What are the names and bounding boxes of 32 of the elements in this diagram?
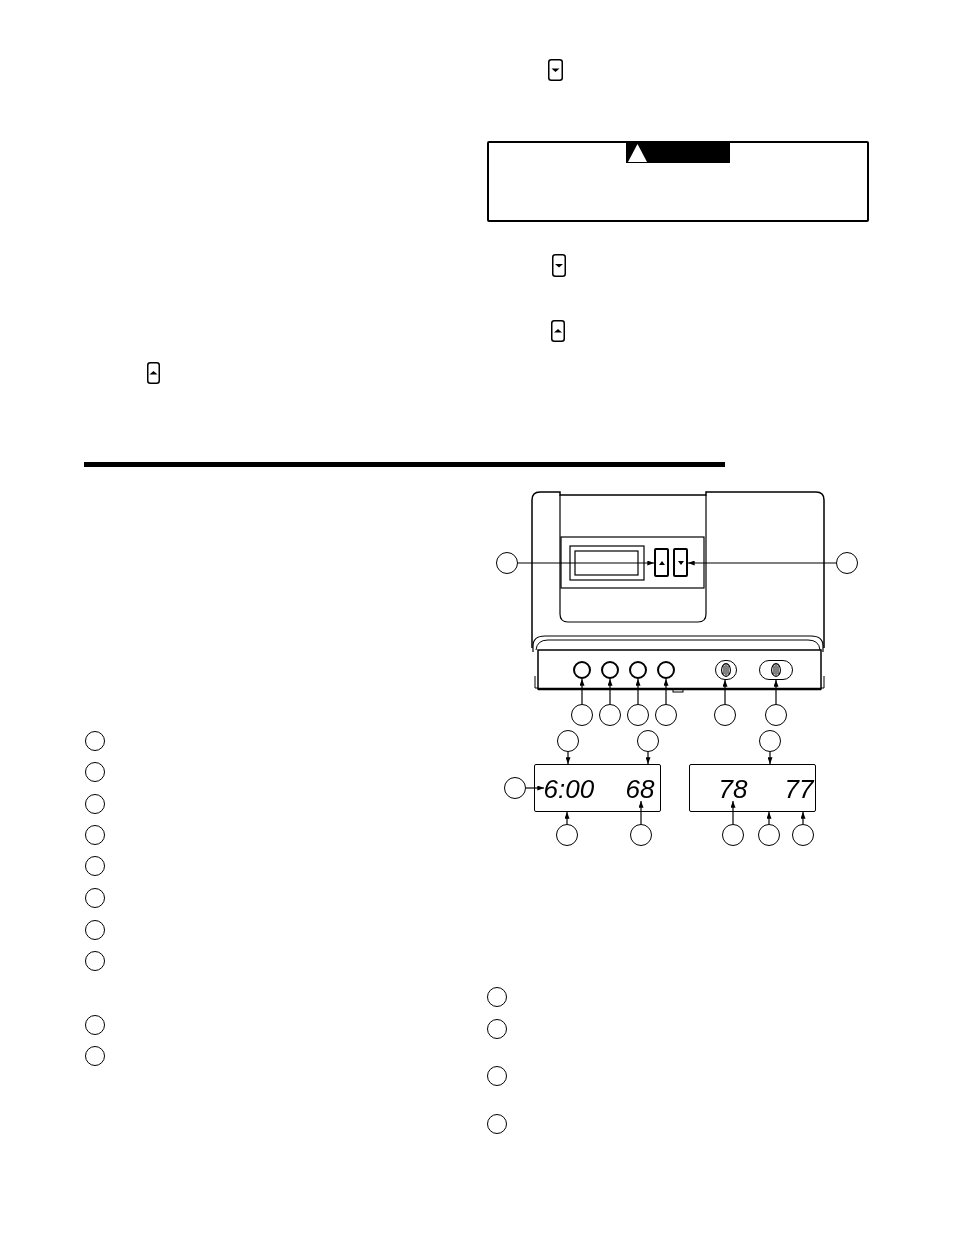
leader-arrow	[767, 751, 773, 765]
down-button	[673, 548, 688, 577]
lcd-reading: 77	[784, 776, 815, 801]
leader-arrow	[766, 811, 772, 825]
leader-arrow	[800, 811, 806, 825]
leader-arrow	[579, 678, 585, 705]
lcd-display	[534, 764, 661, 812]
warning-box	[487, 141, 869, 222]
slide-switch	[759, 660, 793, 680]
leader-arrow	[525, 785, 545, 791]
slide-switch	[715, 660, 737, 680]
lcd-reading: 6:00	[543, 776, 598, 801]
lcd-reading: 68	[625, 776, 658, 801]
round-button	[657, 661, 675, 679]
leader-arrow	[645, 751, 651, 765]
lcd-display	[689, 764, 816, 812]
leader-arrow	[687, 560, 837, 566]
leader-arrow	[607, 678, 613, 705]
leader-arrow	[722, 679, 728, 705]
up-button	[654, 548, 669, 577]
leader-arrow	[565, 751, 571, 765]
leader-arrow	[638, 800, 644, 825]
leader-arrow	[730, 800, 736, 825]
leader-arrow	[773, 679, 779, 705]
leader-arrow	[663, 678, 669, 705]
lcd-reading: 78	[718, 776, 749, 801]
round-button	[629, 661, 647, 679]
leader-arrow	[517, 560, 655, 566]
round-button	[573, 661, 591, 679]
leader-arrow	[635, 678, 641, 705]
leader-arrow	[564, 811, 570, 825]
round-button	[601, 661, 619, 679]
